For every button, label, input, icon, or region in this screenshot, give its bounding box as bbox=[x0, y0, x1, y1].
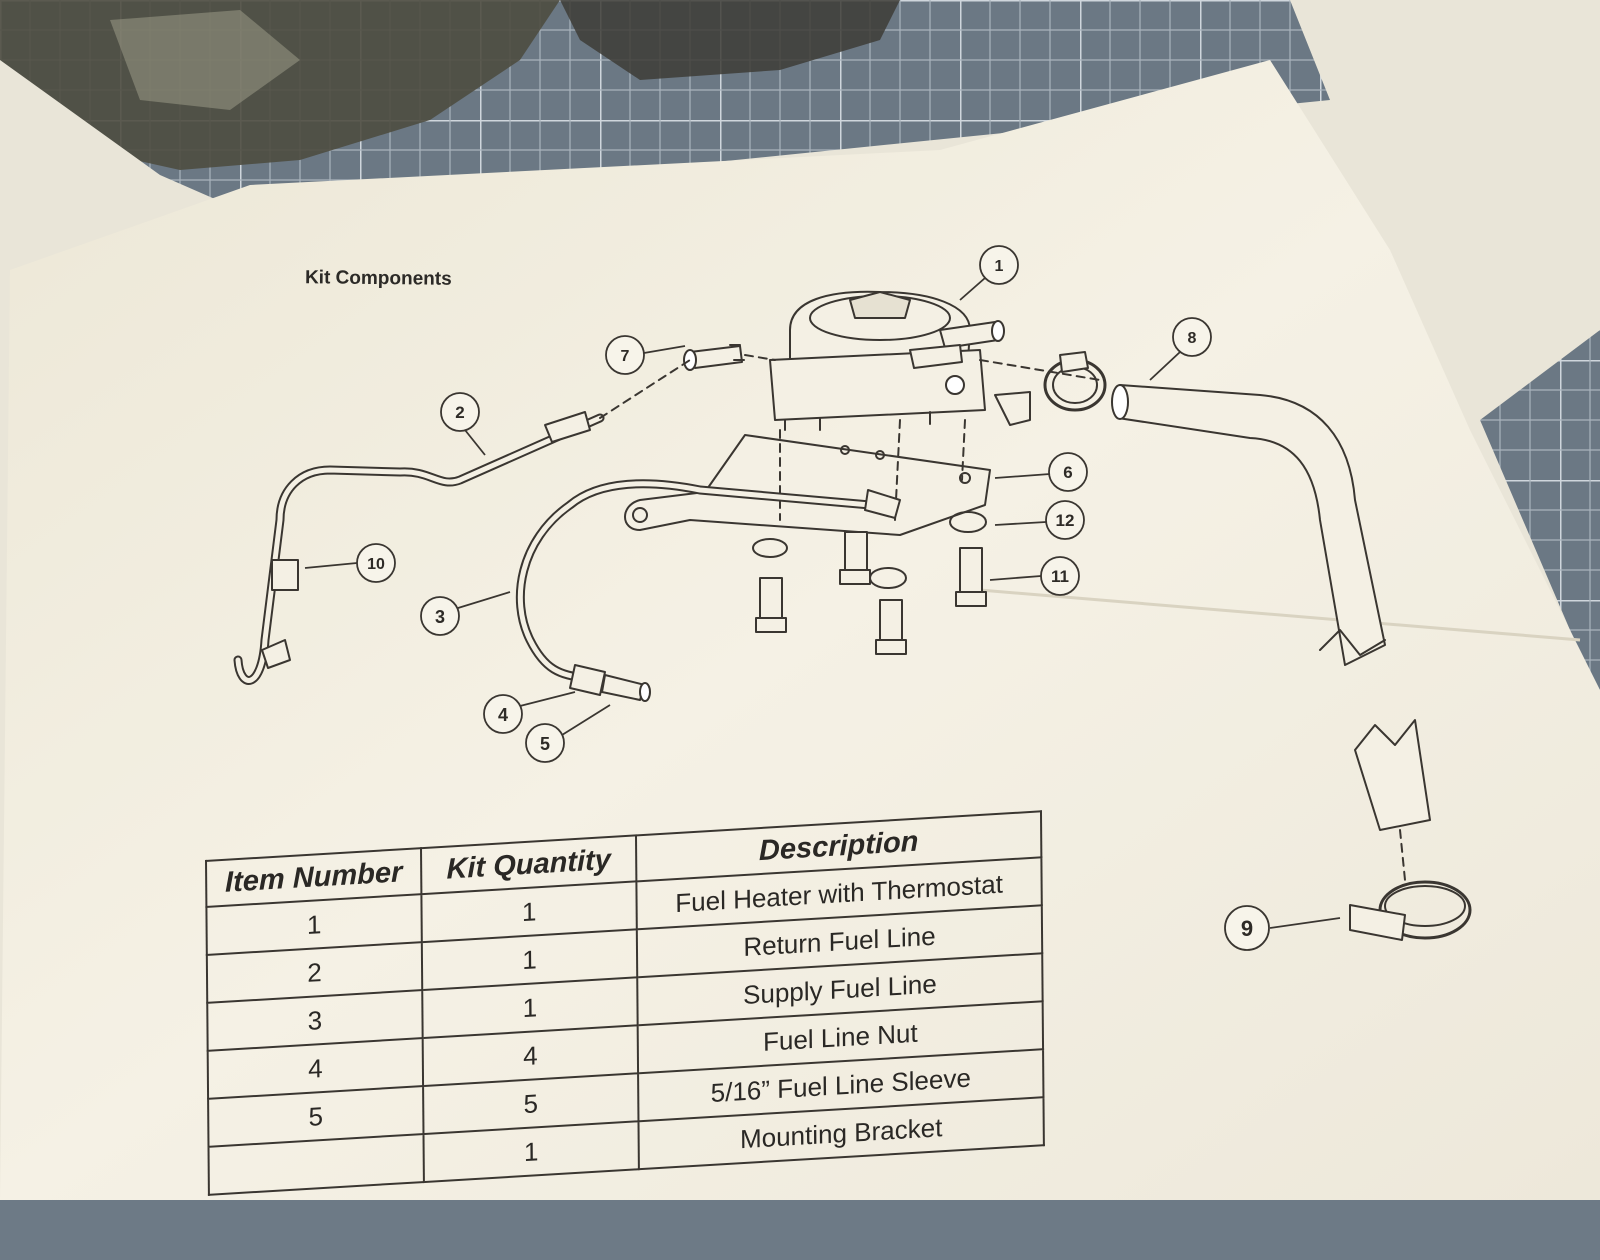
fuel-line-nut-4 bbox=[569, 664, 606, 696]
photo-scene: 1 2 3 4 5 6 7 8 9 10 11 12 Kit Component… bbox=[0, 0, 1600, 1200]
parts-bag-highlight bbox=[110, 10, 300, 110]
callout-7: 7 bbox=[621, 348, 630, 365]
parts-table-wrap: Item Number Kit Quantity Description 1 1… bbox=[205, 810, 1045, 1259]
callout-11: 11 bbox=[1051, 567, 1069, 586]
callout-labels: 1 2 3 4 5 6 7 8 9 10 11 12 bbox=[367, 258, 1253, 941]
callout-5: 5 bbox=[540, 734, 550, 754]
elbow-fitting-right bbox=[994, 391, 1031, 426]
parts-table: Item Number Kit Quantity Description 1 1… bbox=[205, 810, 1045, 1196]
callouts bbox=[304, 245, 1341, 951]
hose-clamp-top bbox=[1043, 351, 1107, 412]
fuel-line-nut-10 bbox=[271, 559, 299, 591]
hose-8-lower bbox=[1354, 719, 1431, 831]
hose-clamp-9 bbox=[1349, 880, 1472, 941]
callout-8: 8 bbox=[1188, 330, 1197, 347]
callout-2: 2 bbox=[455, 403, 464, 422]
callout-10: 10 bbox=[367, 556, 385, 573]
washers bbox=[752, 511, 987, 589]
callout-12: 12 bbox=[1056, 511, 1075, 530]
sheet-fold bbox=[979, 588, 1581, 642]
mounting-bracket-6 bbox=[624, 434, 991, 536]
hose-8 bbox=[1117, 384, 1386, 666]
kit-components-heading: Kit Components bbox=[304, 267, 452, 290]
scene-art: 1 2 3 4 5 6 7 8 9 10 11 12 bbox=[0, 0, 1600, 1200]
callout-1: 1 bbox=[995, 258, 1004, 275]
callout-9: 9 bbox=[1241, 916, 1253, 941]
parts-bag-2 bbox=[560, 0, 900, 80]
callout-3: 3 bbox=[435, 607, 445, 627]
elbow-fitting-7 bbox=[683, 344, 745, 371]
callout-6: 6 bbox=[1063, 463, 1072, 482]
exploded-diagram bbox=[233, 290, 1472, 941]
fuel-heater bbox=[769, 290, 1005, 431]
fuel-line-sleeve-5 bbox=[601, 674, 646, 701]
callout-4: 4 bbox=[498, 705, 508, 725]
bolts bbox=[755, 531, 987, 655]
